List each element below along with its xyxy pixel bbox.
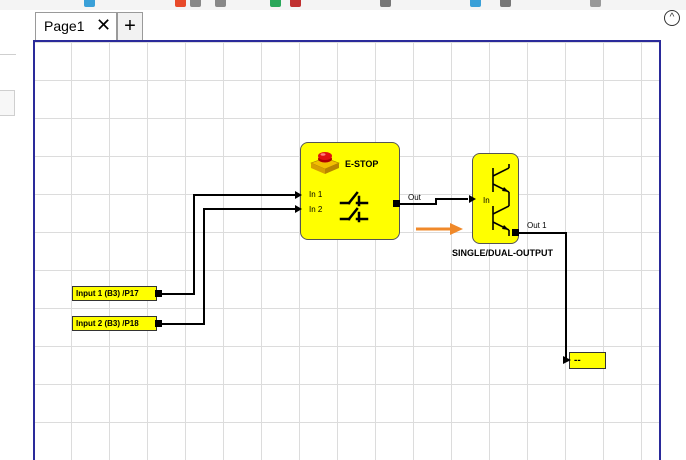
contact-symbol-icon <box>339 191 369 223</box>
left-panel <box>0 10 24 455</box>
estop-out-terminal[interactable] <box>393 200 400 207</box>
add-tab-button[interactable]: + <box>117 12 143 40</box>
toolbar-icon[interactable] <box>215 0 226 7</box>
toolbar-icon[interactable] <box>84 0 95 7</box>
tab-page1[interactable]: Page1 ✕ <box>35 12 117 40</box>
toolbar-icon[interactable] <box>290 0 301 7</box>
estop-block[interactable]: E-STOP In 1 In 2 <box>300 142 400 240</box>
close-icon[interactable]: ✕ <box>96 15 112 35</box>
sdo-block[interactable]: In <box>472 153 519 244</box>
input-1-terminal[interactable] <box>155 290 162 297</box>
tab-label: Page1 <box>44 18 85 34</box>
toolbar-icon[interactable] <box>270 0 281 7</box>
input-2-terminal[interactable] <box>155 320 162 327</box>
toolbar-icon[interactable] <box>380 0 391 7</box>
toolbar-icon[interactable] <box>500 0 511 7</box>
panel-field[interactable] <box>0 90 15 116</box>
input-1-block[interactable]: Input 1 (B3) /P17 <box>72 286 157 301</box>
transistor-symbol-icon <box>492 164 510 236</box>
toolbar-icon[interactable] <box>590 0 601 7</box>
estop-button-icon <box>310 152 340 174</box>
toolbar-icon[interactable] <box>470 0 481 7</box>
estop-title: E-STOP <box>345 159 379 169</box>
sdo-title: SINGLE/DUAL-OUTPUT <box>452 248 553 258</box>
estop-port-in2: In 2 <box>309 205 323 214</box>
sdo-port-in: In <box>483 196 490 205</box>
diagram-canvas[interactable] <box>33 40 661 460</box>
panel-divider <box>0 54 16 55</box>
input-2-block[interactable]: Input 2 (B3) /P18 <box>72 316 157 331</box>
chevron-up-icon[interactable]: ^ <box>664 10 680 26</box>
estop-port-in1: In 1 <box>309 190 323 199</box>
toolbar-icon[interactable] <box>190 0 201 7</box>
sdo-port-out1: Out 1 <box>527 221 547 230</box>
toolbar-icon[interactable] <box>175 0 186 7</box>
estop-port-out: Out <box>408 193 421 202</box>
output-block[interactable]: -- <box>569 352 606 369</box>
toolbar-strip <box>0 0 686 10</box>
sdo-out-terminal[interactable] <box>512 229 519 236</box>
